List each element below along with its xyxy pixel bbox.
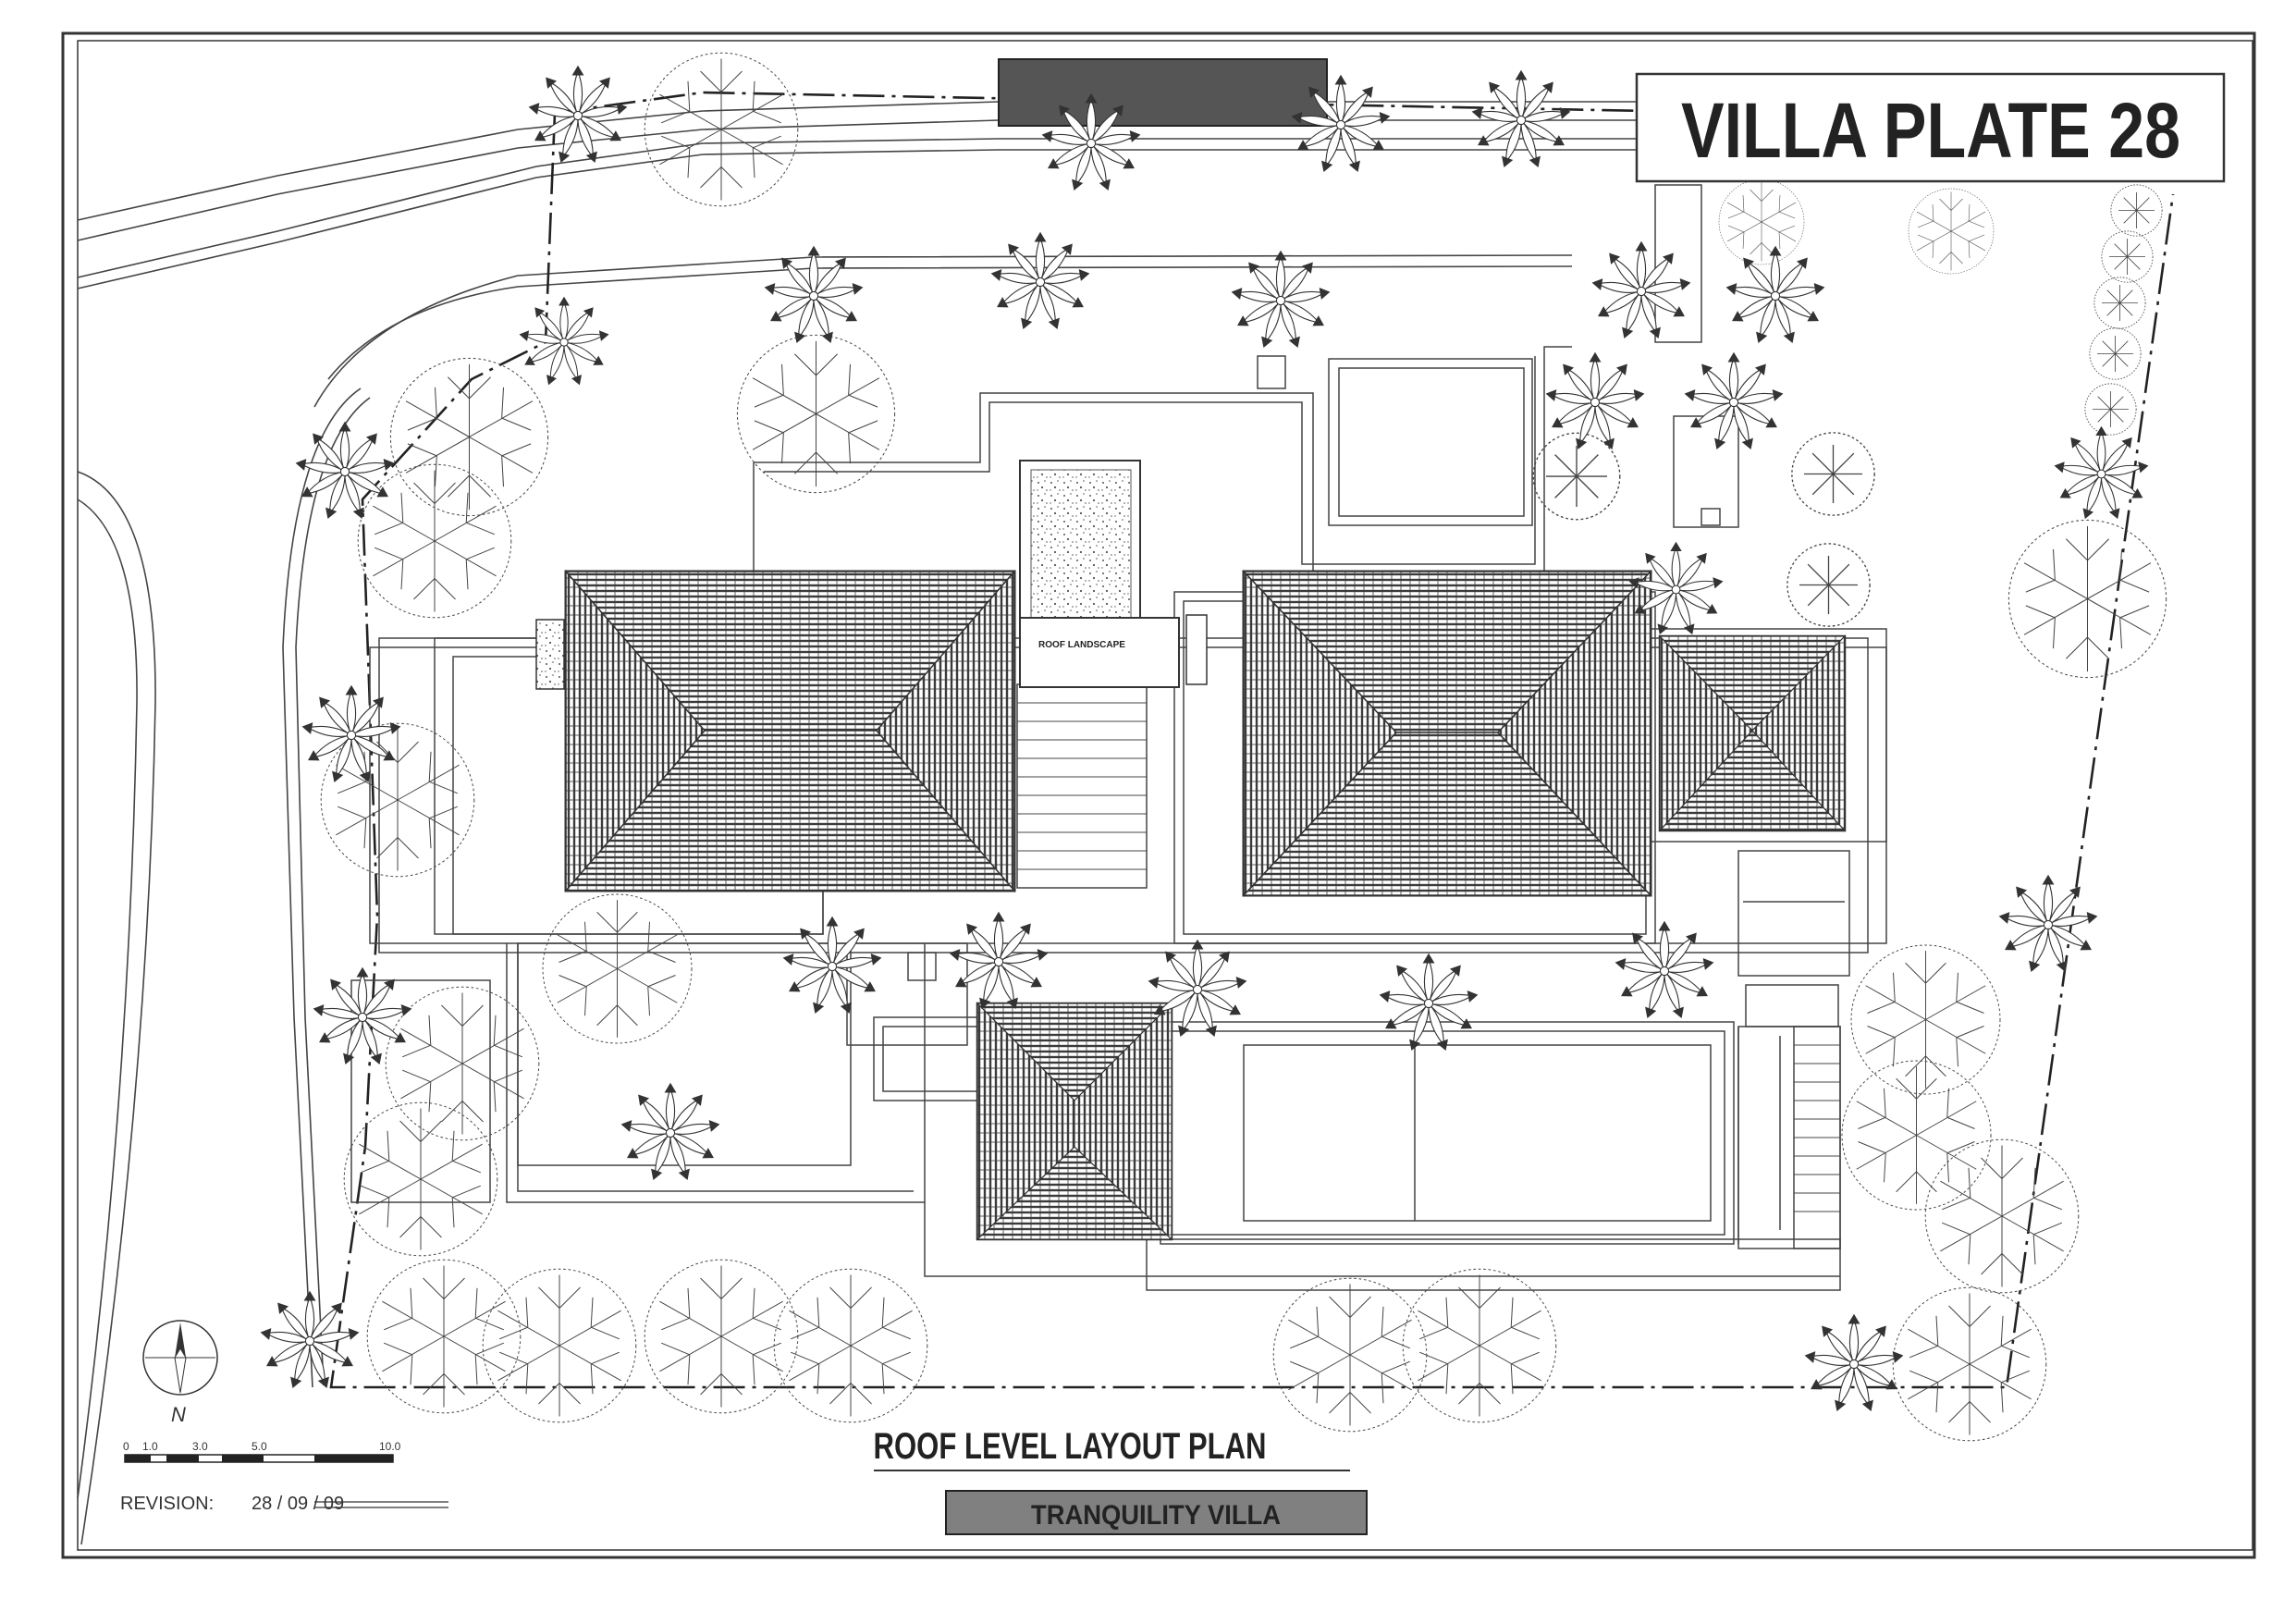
- shrub-icon: [1532, 432, 1621, 521]
- scale-tick-4: 10.0: [379, 1440, 401, 1453]
- palm-tree-icon: [302, 686, 401, 783]
- north-label: N: [171, 1403, 186, 1426]
- palm-tree-icon: [783, 917, 882, 1015]
- palm-tree-icon: [1615, 922, 1714, 1019]
- palm-tree-icon: [529, 67, 628, 164]
- shrub-icon: [2101, 230, 2154, 283]
- palm-tree-icon: [991, 233, 1090, 330]
- scale-bar: [124, 1454, 394, 1463]
- roof-right: [1242, 570, 1652, 897]
- site-boundary: [329, 91, 2175, 1389]
- tree-canopy-icon: [1718, 178, 1805, 265]
- shrub-icon: [1791, 432, 1875, 516]
- tree-canopy-icon: [2007, 519, 2167, 679]
- scale-tick-3: 5.0: [252, 1440, 267, 1453]
- revision-date: 28 / 09 / 09: [252, 1494, 344, 1514]
- palm-trees: [261, 67, 2149, 1412]
- tree-canopy-icon: [357, 463, 512, 619]
- tree-canopy-icon: [1841, 1060, 1992, 1211]
- tree-canopy-icon: [482, 1268, 637, 1423]
- revision-label: REVISION:: [120, 1494, 214, 1514]
- project-name-box: [945, 1490, 1368, 1535]
- palm-tree-icon: [1592, 242, 1691, 339]
- plate-title-box: [1635, 72, 2226, 183]
- roof-east-wing: [1658, 634, 1847, 832]
- shrub-icon: [1786, 543, 1871, 627]
- roof-landscape-area: [535, 460, 1208, 690]
- roof-landscape-label: ROOF LANDSCAPE: [1038, 640, 1125, 650]
- tree-canopy-icon: [1924, 1138, 2080, 1294]
- tree-canopy-icon: [542, 893, 693, 1044]
- palm-tree-icon: [520, 298, 609, 386]
- project-name: TRANQUILITY VILLA: [1031, 1500, 1281, 1531]
- palm-tree-icon: [313, 968, 412, 1065]
- tree-canopy-icon: [644, 1259, 799, 1414]
- palm-tree-icon: [1685, 353, 1784, 450]
- tree-canopy-icon: [644, 52, 799, 207]
- scale-tick-1: 1.0: [142, 1440, 158, 1453]
- shrub-icon: [2089, 327, 2142, 380]
- tree-canopy-icon: [366, 1259, 522, 1414]
- shrubs: [1532, 184, 2163, 627]
- compass-icon: [142, 1320, 218, 1396]
- palm-tree-icon: [950, 913, 1049, 1010]
- shrub-icon: [2110, 184, 2163, 237]
- shrub-icon: [2093, 277, 2146, 329]
- tree-canopy-icon: [1908, 188, 1995, 275]
- palm-tree-icon: [621, 1084, 720, 1181]
- plate-title: VILLA PLATE 28: [1681, 87, 2180, 174]
- roof-left: [564, 569, 1016, 893]
- palm-tree-icon: [1232, 252, 1331, 349]
- parking-bay: [998, 58, 1328, 127]
- palm-tree-icon: [1546, 353, 1645, 450]
- palm-tree-icon: [765, 247, 864, 344]
- palm-tree-icon: [261, 1292, 360, 1389]
- roof-lower-pavilion: [976, 1002, 1173, 1241]
- palm-tree-icon: [1805, 1315, 1904, 1412]
- tree-canopy-icon: [389, 357, 549, 517]
- drawing-title: ROOF LEVEL LAYOUT PLAN: [874, 1426, 1267, 1467]
- shrub-icon: [2084, 383, 2137, 436]
- palm-tree-icon: [1726, 247, 1825, 344]
- tree-canopy-icon: [1892, 1286, 2047, 1442]
- scale-tick-0: 0: [123, 1440, 129, 1453]
- revision-underline: [314, 1501, 448, 1508]
- tree-canopy-icon: [736, 334, 896, 494]
- palm-tree-icon: [296, 423, 395, 520]
- palm-tree-icon: [1380, 954, 1479, 1052]
- sheet-border: [61, 31, 2256, 1559]
- palm-tree-icon: [1999, 876, 2098, 973]
- tree-canopy-icon: [1850, 944, 2001, 1095]
- tree-canopy-icon: [773, 1268, 928, 1423]
- scale-tick-2: 3.0: [192, 1440, 208, 1453]
